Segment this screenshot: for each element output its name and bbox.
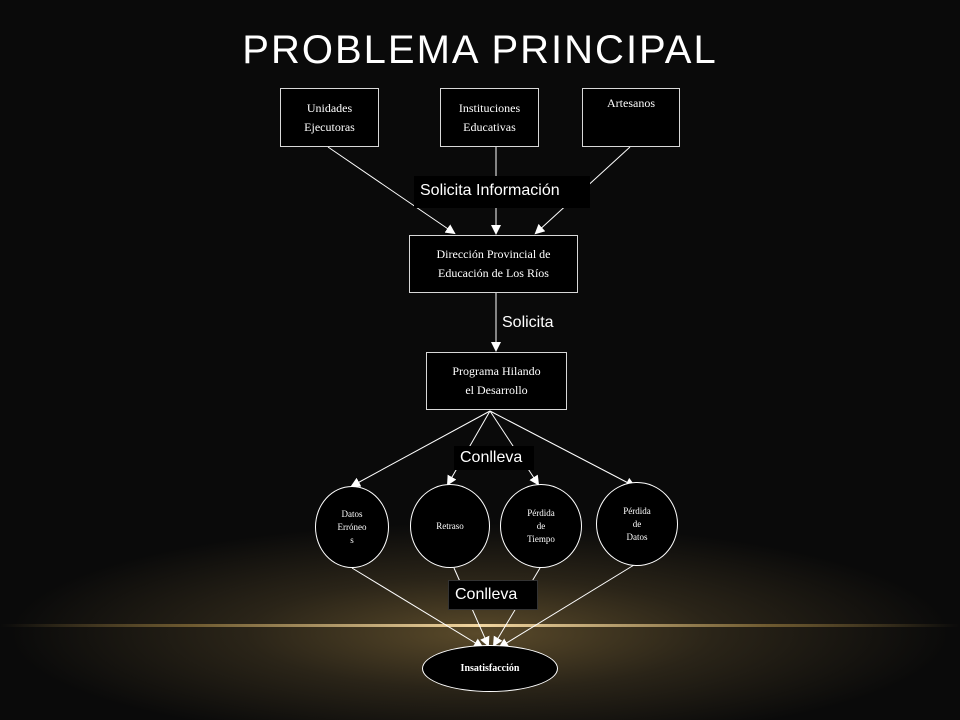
box-unidades-ejecutoras: Unidades Ejecutoras: [280, 88, 379, 147]
label-conlleva-1: Conlleva: [454, 446, 534, 470]
box-direccion-provincial: Dirección Provincial de Educación de Los…: [409, 235, 578, 293]
circle-perdida-tiempo: Pérdida de Tiempo: [500, 484, 582, 568]
box-artesanos: Artesanos: [582, 88, 680, 147]
arrow-unidades-to-direccion: [327, 146, 456, 235]
label-solicita: Solicita: [502, 314, 554, 331]
box-instituciones-educativas: Instituciones Educativas: [440, 88, 539, 147]
page-title: PROBLEMA PRINCIPAL: [242, 28, 718, 72]
label-conlleva-2: Conlleva: [448, 580, 538, 610]
label-solicita-informacion: Solicita Información: [414, 176, 590, 208]
arrow-datos-erroneos-to-insatisfaccion: [351, 567, 484, 649]
box-programa-hilando: Programa Hilando el Desarrollo: [426, 352, 567, 410]
circle-datos-erroneos: Datos Erróneo s: [315, 486, 389, 568]
arrow-perdida-datos-to-insatisfaccion: [498, 564, 635, 649]
circle-retraso: Retraso: [410, 484, 490, 568]
arrow-programa-to-datos-erroneos: [350, 410, 491, 487]
arrow-programa-to-perdida-datos: [489, 410, 636, 487]
ellipse-insatisfaccion: Insatisfacción: [422, 645, 558, 692]
horizon-glow-line: [0, 624, 960, 627]
circle-perdida-datos: Pérdida de Datos: [596, 482, 678, 566]
